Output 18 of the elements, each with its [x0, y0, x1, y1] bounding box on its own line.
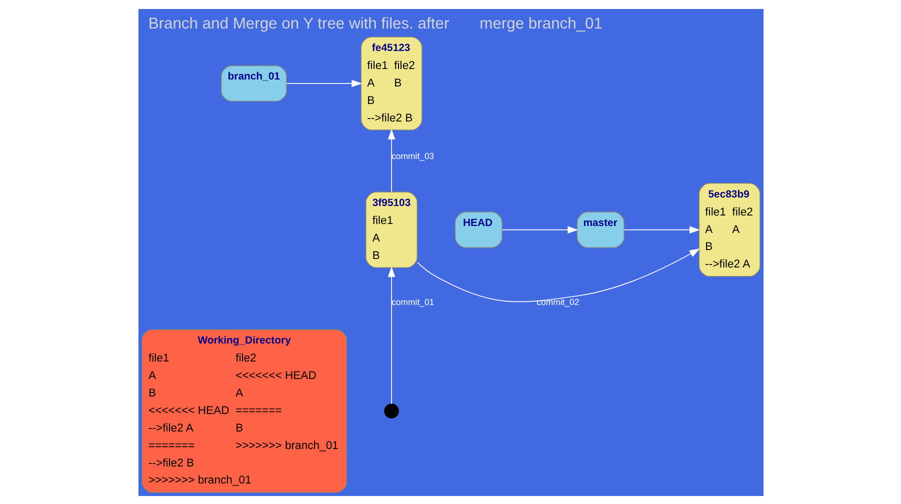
edge-label: commit_01: [391, 296, 434, 307]
node-box: Working_Directory file1 file2 A <<<<<<< HEAD B A <<<<<<< HEAD ======= -->file2 A B ======= >>>>>>> branch_01 -->file2 B >>>>>>> branch_01: [141, 328, 347, 492]
arrow: [387, 128, 395, 192]
node-box: 3f95103 file1 A B: [364, 191, 418, 268]
arrow: [416, 248, 700, 302]
node-box: HEAD: [454, 211, 502, 248]
edge-label: commit_02: [536, 296, 579, 307]
node-box: fe45123 file1 file2 A B B -->file2 B: [360, 36, 422, 130]
arrow: [501, 226, 578, 234]
node-box: master: [576, 211, 624, 248]
arrow: [387, 266, 395, 404]
node-box: branch_01: [220, 64, 286, 102]
arrow: [623, 226, 700, 234]
node-box: 5ec83b9 file1 file2 A A B -->file2 A: [698, 182, 760, 276]
diagram-title: Branch and Merge on Y tree with files. after merge branch_01: [148, 15, 602, 32]
arrow: [286, 79, 362, 87]
edge-label: commit_03: [391, 150, 434, 160]
node-circle: [384, 403, 398, 418]
